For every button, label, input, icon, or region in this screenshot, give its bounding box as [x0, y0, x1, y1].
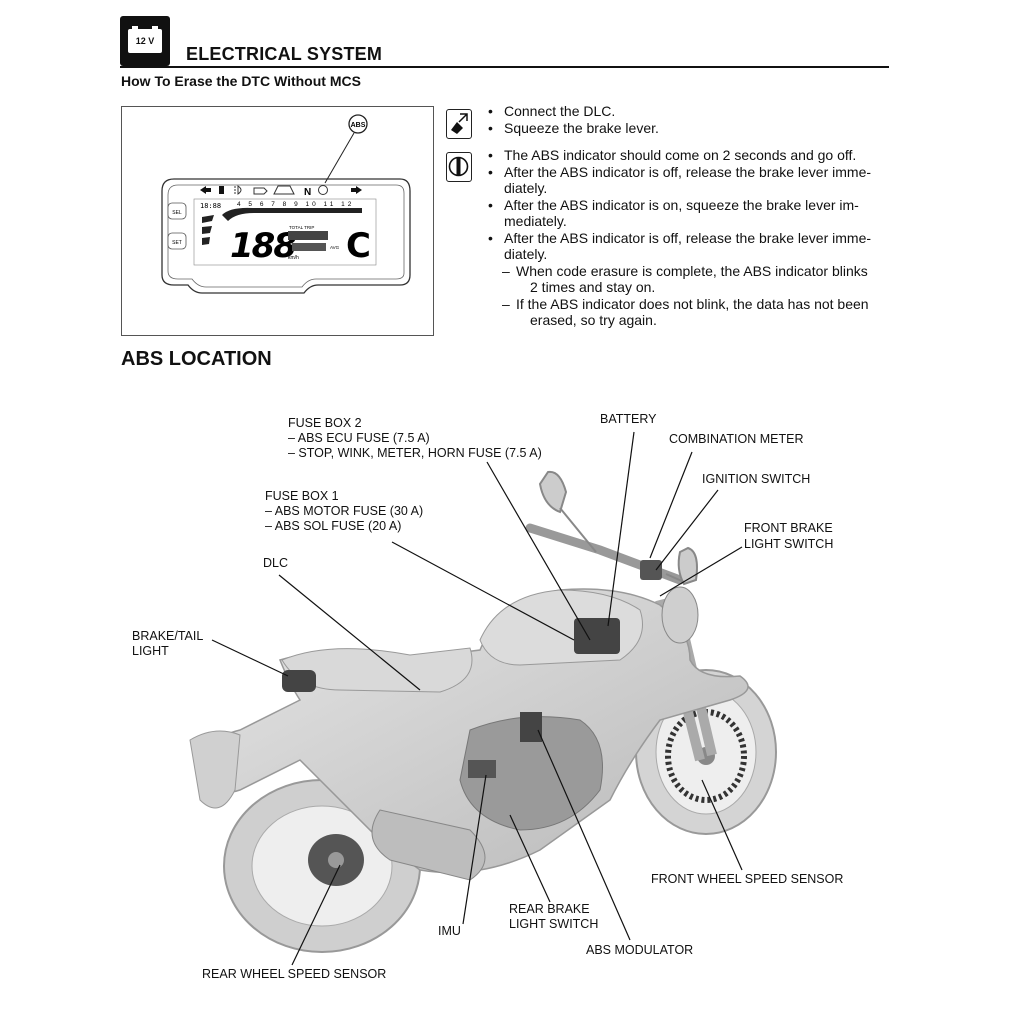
headlight-icon [234, 185, 242, 195]
step-substep-cont: erased, so try again. [530, 312, 657, 328]
engine-icon [253, 187, 268, 195]
total-trip-label: TOTAL TRIP [289, 225, 314, 230]
label-battery: BATTERY [600, 412, 657, 426]
label-combination-meter: COMBINATION METER [669, 432, 804, 446]
headlight [661, 586, 699, 644]
left-mirror [538, 470, 597, 553]
label-rear-wheel-sensor: REAR WHEEL SPEED SENSOR [202, 967, 387, 981]
speed-digits: 188 [230, 226, 296, 266]
label-front-brake-1: FRONT BRAKE [744, 521, 833, 535]
step-text: The ABS indicator should come on 2 secon… [488, 147, 871, 164]
label-abs-modulator: ABS MODULATOR [586, 943, 694, 957]
step-text: After the ABS indicator is on, squeeze t… [488, 197, 871, 214]
set-button [167, 232, 187, 250]
imu-component [468, 760, 496, 778]
steps-group-2: The ABS indicator should come on 2 secon… [488, 147, 871, 329]
step-substep-cont: 2 times and stay on. [530, 279, 656, 295]
oil-icon [273, 185, 295, 195]
battery-icon-label: 12 V [135, 36, 155, 46]
abs-indicator-icon [318, 185, 328, 195]
sel-button [167, 202, 187, 220]
gear-display: C [346, 226, 371, 266]
lcd-scale: 4 5 6 7 8 9 10 11 12 [237, 201, 354, 208]
tach-bar [222, 207, 362, 221]
odometer-digits [288, 231, 328, 240]
neutral-indicator: N [304, 187, 311, 198]
label-imu: IMU [438, 924, 461, 938]
label-fuse-box-1: FUSE BOX 1 [265, 489, 339, 503]
fuse-box-component [574, 618, 620, 654]
leader-lines [211, 431, 743, 966]
abs-callout-text: ABS [351, 122, 366, 129]
right-mirror [665, 546, 698, 586]
step-text: After the ABS indicator is off, release … [488, 230, 871, 247]
step-substep: When code erasure is complete, the ABS i… [488, 263, 871, 280]
fuel-icon [219, 186, 224, 194]
abs-modulator-component [520, 712, 542, 742]
subheading: How To Erase the DTC Without MCS [121, 73, 361, 89]
step-text-cont: mediately. [504, 213, 567, 229]
step-text: After the ABS indicator is off, release … [488, 164, 871, 181]
step-text-cont: diately. [504, 246, 548, 262]
step-text: Squeeze the brake lever. [488, 120, 659, 137]
step-substep: If the ABS indicator does not blink, the… [488, 296, 871, 313]
combination-meter-drawing: SEL SET N ABS 18:88 4 5 6 7 8 9 10 11 12… [161, 114, 411, 294]
label-rear-brake-1: REAR BRAKE [509, 902, 590, 916]
label-dlc: DLC [263, 556, 289, 570]
section-divider [120, 66, 889, 68]
tach-left-bars [202, 215, 214, 245]
right-turn-icon [351, 186, 362, 194]
label-ignition-switch: IGNITION SWITCH [702, 472, 811, 486]
label-fuse-box-2-line-b: – STOP, WINK, METER, HORN FUSE (7.5 A) [288, 446, 542, 460]
ignition-on-icon [446, 152, 472, 182]
section-title: ELECTRICAL SYSTEM [186, 44, 383, 64]
meter-figure: SEL SET N ABS 18:88 4 5 6 7 8 9 10 11 12… [121, 106, 434, 336]
label-brake-tail-1: BRAKE/TAIL [132, 629, 204, 643]
label-fuse-box-1-line-a: – ABS MOTOR FUSE (30 A) [265, 504, 424, 518]
left-turn-icon [200, 186, 211, 194]
meter-component [640, 560, 662, 580]
sel-label: SEL [172, 210, 182, 216]
label-fuse-box-2: FUSE BOX 2 [288, 416, 362, 430]
label-fuse-box-2-line-a: – ABS ECU FUSE (7.5 A) [288, 431, 430, 445]
steps-group-1: Connect the DLC. Squeeze the brake lever… [488, 103, 659, 136]
battery-12v-icon: 12 V [120, 16, 170, 66]
label-rear-brake-2: LIGHT SWITCH [509, 917, 599, 931]
trip-digits [292, 243, 326, 251]
abs-callout-badge [348, 114, 368, 134]
label-front-wheel-sensor: FRONT WHEEL SPEED SENSOR [651, 872, 844, 886]
dlc-connect-icon [446, 109, 472, 139]
speed-unit: km/h [288, 255, 299, 261]
step-text: Connect the DLC. [488, 103, 659, 120]
step-text-cont: diately. [504, 180, 548, 196]
label-brake-tail-2: LIGHT [132, 644, 169, 658]
abs-callout-line [324, 132, 355, 184]
avg-label: AVG [330, 245, 340, 250]
lcd-clock: 18:88 [200, 202, 221, 210]
label-fuse-box-1-line-b: – ABS SOL FUSE (20 A) [265, 519, 402, 533]
label-front-brake-2: LIGHT SWITCH [744, 537, 834, 551]
tail-light [282, 670, 316, 692]
abs-location-title: ABS LOCATION [121, 348, 272, 370]
rear-fender [189, 730, 241, 809]
set-label: SET [172, 240, 182, 246]
